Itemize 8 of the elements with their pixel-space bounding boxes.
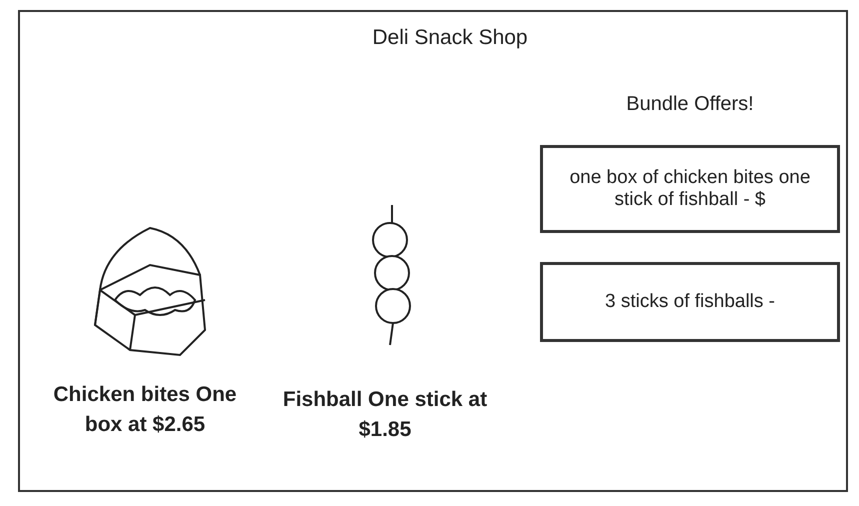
price-caption: Chicken bites One box at $2.65 — [52, 382, 238, 438]
price-caption: Fishball One stick at $1.85 — [282, 387, 488, 443]
offer-box — [540, 262, 840, 342]
offer-text: 3 sticks of fishballs - — [605, 291, 775, 313]
offer-text: one box of chicken bites one stick of fishball - $ — [568, 167, 812, 211]
section-heading: Bundle Offers! — [625, 93, 755, 116]
offer-box — [540, 145, 840, 233]
poster-title: Deli Snack Shop — [371, 26, 529, 50]
